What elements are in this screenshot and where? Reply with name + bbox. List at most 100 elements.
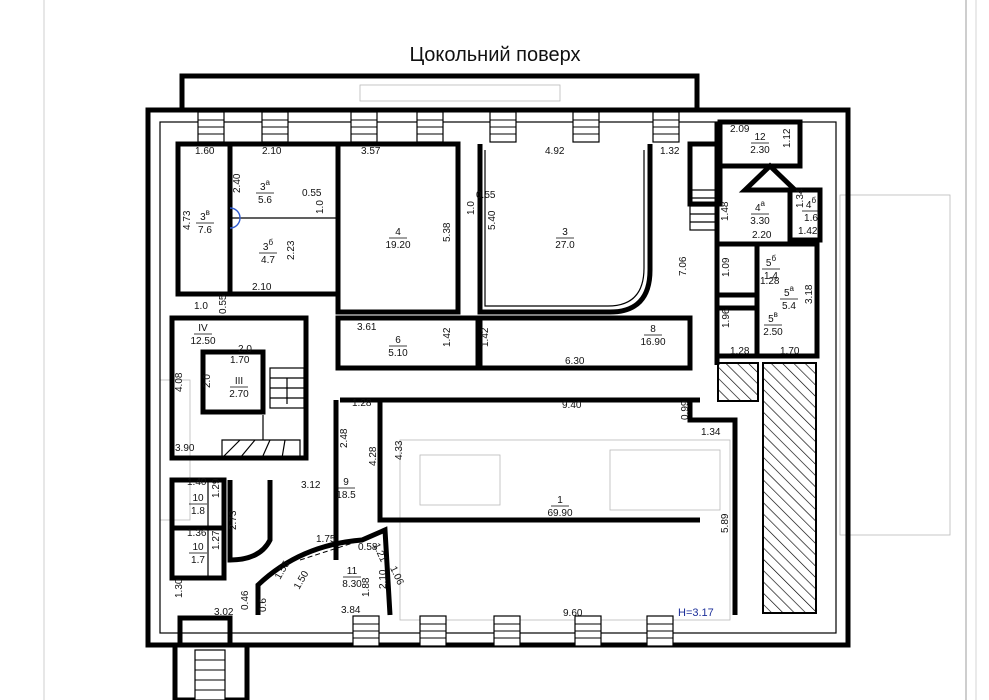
room-area: 4.7 bbox=[261, 255, 275, 266]
room-number: 3a bbox=[260, 178, 271, 193]
dimension-label: 9.60 bbox=[563, 608, 583, 619]
windows-top bbox=[197, 111, 680, 143]
room-number: 3б bbox=[263, 238, 274, 253]
dimension-label: 2.40 bbox=[232, 173, 243, 193]
dimension-label: 1.09 bbox=[721, 257, 732, 277]
dimension-label: 2.23 bbox=[286, 240, 297, 260]
room-area: 1.4 bbox=[764, 271, 778, 282]
dimension-label: 2.0 bbox=[238, 344, 252, 355]
dimension-label: 4.33 bbox=[394, 440, 405, 460]
dimension-label: 1.0 bbox=[315, 200, 326, 214]
dimension-label: 1.29 bbox=[211, 478, 222, 498]
dimension-label: 2.10 bbox=[262, 146, 282, 157]
room-area: 18.5 bbox=[336, 490, 356, 501]
dimension-label: 2.20 bbox=[752, 230, 772, 241]
room-area: 69.90 bbox=[547, 508, 572, 519]
dimension-label: 5.38 bbox=[442, 222, 453, 242]
dimension-label: 0.46 bbox=[240, 590, 251, 610]
room-area: 2.70 bbox=[229, 389, 249, 400]
dimension-label: 1.60 bbox=[195, 146, 215, 157]
dimension-label: 1.0 bbox=[194, 301, 208, 312]
dimension-label: 1.30 bbox=[174, 578, 185, 598]
dimension-label: 0.6 bbox=[258, 598, 269, 612]
room-area: 1.6 bbox=[804, 213, 818, 224]
hatched-column bbox=[762, 362, 817, 614]
room-number: 5a bbox=[784, 284, 795, 299]
dimension-label: 1.0 bbox=[466, 201, 477, 215]
room-number: 3 bbox=[562, 227, 568, 238]
room-area: 2.30 bbox=[750, 145, 770, 156]
room-area: 1.7 bbox=[191, 555, 205, 566]
dimension-label: 3.84 bbox=[341, 605, 361, 616]
dimension-label: 2.10 bbox=[252, 282, 272, 293]
room-area: 7.6 bbox=[198, 225, 212, 236]
dimension-label: 2.48 bbox=[339, 428, 350, 448]
room-area: 5.6 bbox=[258, 195, 272, 206]
room-number: 8 bbox=[650, 324, 656, 335]
room-area: 2.50 bbox=[763, 327, 783, 338]
room-number: III bbox=[235, 376, 243, 387]
room-number: IV bbox=[198, 323, 208, 334]
dimension-label: 1.42 bbox=[442, 327, 453, 347]
dimension-label: 2.09 bbox=[730, 124, 750, 135]
dimension-label: 3.57 bbox=[361, 146, 381, 157]
dimension-label: 0.58 bbox=[358, 542, 378, 553]
dimension-label: 0.55 bbox=[476, 190, 496, 201]
room-area: 8.30 bbox=[342, 579, 362, 590]
dimension-label: 1.75 bbox=[316, 534, 336, 545]
dimension-label: 1.88 bbox=[361, 577, 372, 597]
dimension-label: 1.12 bbox=[782, 128, 793, 148]
room-area: 5.10 bbox=[388, 348, 408, 359]
dimension-label: 1.28 bbox=[760, 276, 780, 287]
dimension-label: 5.40 bbox=[487, 210, 498, 230]
room-labels: 3a5.63в7.63б4.7419.20327.0122.304a3.304б… bbox=[189, 132, 820, 590]
dimension-label: 2.73 bbox=[228, 510, 239, 530]
dimension-label: 1.27 bbox=[211, 530, 222, 550]
dimension-label: 1.36 bbox=[187, 528, 207, 539]
room-number: 10 bbox=[192, 542, 204, 553]
room-number: 4б bbox=[806, 196, 817, 211]
dimension-label: 3.61 bbox=[357, 322, 377, 333]
dimension-label: 1.96 bbox=[721, 308, 732, 328]
dimension-label: 1.28 bbox=[352, 398, 372, 409]
room-number: 4a bbox=[755, 199, 766, 214]
dimension-label: 1.42 bbox=[480, 327, 491, 347]
interior-walls bbox=[169, 119, 823, 616]
dimension-label: 4.73 bbox=[182, 210, 193, 230]
dimension-label: 3.18 bbox=[804, 284, 815, 304]
stairs bbox=[221, 189, 719, 459]
room-number: 12 bbox=[754, 132, 766, 143]
dimension-label: 4.92 bbox=[545, 146, 565, 157]
room-number: 9 bbox=[343, 477, 349, 488]
dimension-label: 0.55 bbox=[218, 294, 229, 314]
room-area: 27.0 bbox=[555, 240, 575, 251]
dimension-label: 1.70 bbox=[230, 355, 250, 366]
dimension-label: 1.42 bbox=[798, 226, 818, 237]
dimension-label: 0.55 bbox=[302, 188, 322, 199]
dimension-label: 1.32 bbox=[660, 146, 680, 157]
height-mark: H=3.17 bbox=[678, 607, 714, 619]
dimension-label: 3.12 bbox=[301, 480, 321, 491]
dimension-label: 1.28 bbox=[730, 346, 750, 357]
dimension-label: 5.89 bbox=[720, 513, 731, 533]
windows-bottom bbox=[194, 615, 674, 700]
dimension-label: 9.40 bbox=[562, 400, 582, 411]
room-number: 4 bbox=[395, 227, 401, 238]
room-number: 6 bbox=[395, 335, 401, 346]
door-arcs bbox=[229, 207, 241, 229]
page-title: Цокольний поверх bbox=[409, 44, 581, 66]
room-number: 3в bbox=[200, 208, 210, 223]
room-area: 3.30 bbox=[750, 216, 770, 227]
dimension-label: 1.48 bbox=[720, 201, 731, 221]
dimension-label: 0.99 bbox=[680, 400, 691, 420]
dimension-label: 1.40 bbox=[187, 477, 207, 488]
dimension-label: 1.50 bbox=[292, 569, 311, 592]
room-number: 10 bbox=[192, 493, 204, 504]
hatched-block bbox=[717, 362, 759, 402]
room-number: 1 bbox=[557, 495, 563, 506]
dimension-label: 3.02 bbox=[214, 607, 234, 618]
room-number: 5в bbox=[768, 310, 778, 325]
room-number: 11 bbox=[347, 566, 358, 577]
dimension-label: 1.34 bbox=[795, 188, 806, 208]
